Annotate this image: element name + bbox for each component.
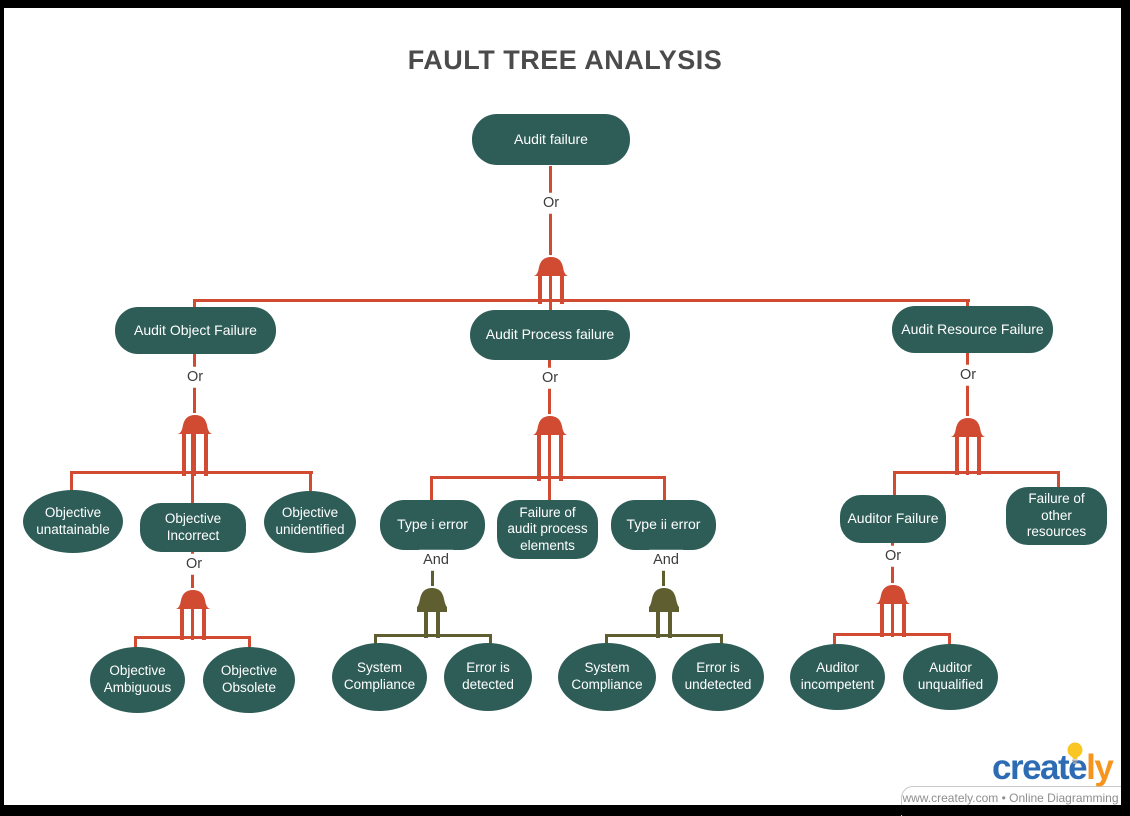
or-gate-branch2-icon <box>532 414 568 481</box>
gate-label-subleft-or: Or <box>181 553 207 575</box>
node-objective-obsolete: Objective Obsolete <box>203 647 295 713</box>
node-objective-incorrect: Objective Incorrect <box>140 503 246 552</box>
node-system-compliance-1: System Compliance <box>332 643 427 711</box>
connector-stub-branch3 <box>966 299 969 307</box>
node-failure-audit-process-elements: Failure of audit process elements <box>497 500 598 559</box>
gate-label-branch1-or: Or <box>182 366 208 388</box>
or-gate-branch1-icon <box>177 413 213 476</box>
connector-and1-split <box>375 634 491 637</box>
node-auditor-failure: Auditor Failure <box>840 495 946 543</box>
and-gate-left-icon <box>416 586 448 638</box>
node-audit-failure: Audit failure <box>472 114 630 165</box>
creately-logo-text-orange: ly <box>1086 748 1114 787</box>
connector-and2-right-drop <box>720 634 723 647</box>
and-gate-right-icon <box>648 586 680 638</box>
connector-subright-left-drop <box>833 633 836 646</box>
gate-label-subright-or: Or <box>880 545 906 567</box>
connector-branch3-right-drop <box>1057 471 1060 489</box>
node-auditor-unqualified: Auditor unqualified <box>903 644 998 710</box>
gate-label-and1: And <box>419 549 453 571</box>
gate-label-branch3-or: Or <box>955 364 981 386</box>
connector-branch1-right-drop <box>309 471 312 493</box>
connector-branch2-left-drop <box>430 476 433 502</box>
connector-subleft-left-drop <box>134 636 137 648</box>
connector-and2-split <box>606 634 722 637</box>
creately-logo: creately <box>992 748 1114 787</box>
node-audit-resource-failure: Audit Resource Failure <box>892 306 1053 353</box>
connector-branch1-left-drop <box>70 471 73 492</box>
diagram-title: FAULT TREE ANALYSIS <box>407 45 723 75</box>
node-failure-other-resources: Failure of other resources <box>1006 487 1107 545</box>
connector-subright-right-drop <box>948 633 951 646</box>
connector-main-horizontal <box>194 299 970 302</box>
node-objective-unidentified: Objective unidentified <box>264 491 356 553</box>
watermark-tagline: www.creately.com • Online Diagramming <box>902 791 1119 805</box>
frame-top <box>0 0 1130 8</box>
connector-and1-left-drop <box>374 634 377 647</box>
lightbulb-icon <box>1066 742 1084 770</box>
node-objective-unattainable: Objective unattainable <box>23 490 123 553</box>
connector-branch1-split <box>71 471 313 474</box>
connector-and2-left-drop <box>605 634 608 647</box>
watermark-frame <box>901 786 1130 816</box>
frame-right <box>1121 0 1130 815</box>
connector-and1-right-drop <box>489 634 492 647</box>
gate-label-and2: And <box>649 549 683 571</box>
connector-branch2-right-drop <box>663 476 666 502</box>
node-error-is-detected: Error is detected <box>444 643 532 711</box>
connector-branch3-split <box>893 471 1060 474</box>
connector-branch1-center-drop <box>191 433 194 503</box>
frame-bottom <box>0 805 1130 815</box>
or-gate-branch3-icon <box>950 416 986 475</box>
connector-stub-branch1 <box>193 299 196 308</box>
connector-branch3-left-drop <box>893 471 896 496</box>
or-gate-subleft-icon <box>175 588 211 640</box>
node-error-is-undetected: Error is undetected <box>672 643 764 711</box>
node-type-ii-error: Type ii error <box>611 500 716 550</box>
or-gate-root-icon <box>533 255 569 304</box>
frame-left <box>0 0 4 815</box>
node-audit-process-failure: Audit Process failure <box>470 310 630 360</box>
or-gate-subright-icon <box>875 583 911 637</box>
node-system-compliance-2: System Compliance <box>558 643 656 711</box>
gate-label-branch2-or: Or <box>537 367 563 389</box>
gate-label-root-or: Or <box>538 192 564 214</box>
node-auditor-incompetent: Auditor incompetent <box>790 644 885 710</box>
node-audit-object-failure: Audit Object Failure <box>115 307 276 354</box>
connector-subleft-right-drop <box>248 636 251 648</box>
node-objective-ambiguous: Objective Ambiguous <box>90 647 185 713</box>
node-type-i-error: Type i error <box>380 500 485 550</box>
